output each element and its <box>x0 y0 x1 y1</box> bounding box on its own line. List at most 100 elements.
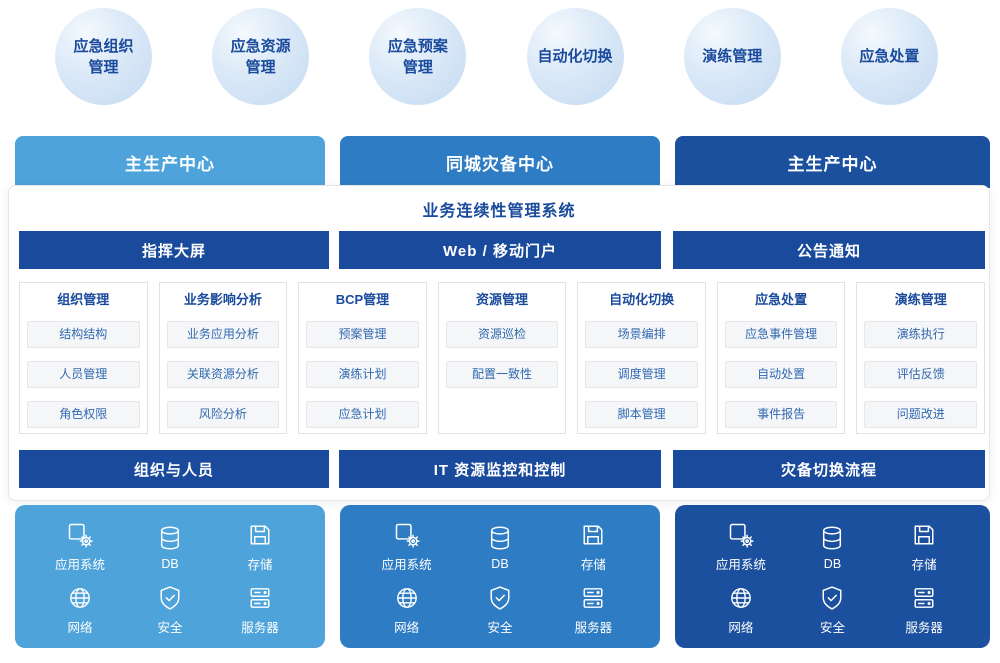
infra-label: 存储 <box>911 558 937 573</box>
module-item: 场景编排 <box>585 321 698 348</box>
infra-item: 安全 <box>818 584 846 636</box>
app-system-icon <box>66 521 94 549</box>
center-bar-main-production: 主生产中心 <box>15 136 325 188</box>
security-icon <box>156 584 184 612</box>
infra-item: DB <box>156 524 184 571</box>
portal-bar-command-screen: 指挥大屏 <box>19 231 329 269</box>
infra-label: 存储 <box>580 558 606 573</box>
module-title: 应急处置 <box>755 292 808 307</box>
server-icon <box>579 584 607 612</box>
module-item: 自动处置 <box>724 361 838 388</box>
module-item: 应急计划 <box>306 401 419 428</box>
infra-label: 网络 <box>728 620 754 635</box>
module-item: 风险分析 <box>166 401 280 428</box>
system-title: 业务连续性管理系统 <box>422 203 576 220</box>
infra-item: 服务器 <box>905 584 943 636</box>
infra-panel-main-production-2: 应用系统 DB 存储 网络 安全 服务器 <box>675 505 990 648</box>
infra-label: 存储 <box>247 558 273 573</box>
network-icon <box>393 584 421 612</box>
module-emergency-handling: 应急处置 应急事件管理 自动处置 事件报告 <box>716 282 846 434</box>
function-label: 应急处置 <box>859 48 920 65</box>
infra-label: 服务器 <box>241 620 279 635</box>
app-system-icon <box>727 521 755 549</box>
module-title: 业务影响分析 <box>183 292 262 307</box>
database-icon <box>486 524 514 552</box>
infra-panel-main-production: 应用系统 DB 存储 网络 安全 服务器 <box>15 505 325 648</box>
infra-label: 服务器 <box>574 620 613 635</box>
security-icon <box>818 584 846 612</box>
network-icon <box>66 584 94 612</box>
foundation-bar-dr-switch-process: 灾备切换流程 <box>673 450 985 488</box>
module-item: 调度管理 <box>585 361 698 388</box>
module-item: 应急事件管理 <box>724 321 838 348</box>
center-bar-same-city-dr: 同城灾备中心 <box>340 136 660 188</box>
module-item: 问题改进 <box>864 401 978 428</box>
module-item: 演练执行 <box>864 321 978 348</box>
infra-item: 存储 <box>579 521 607 573</box>
module-item: 配置一致性 <box>445 361 559 388</box>
infra-item: 存储 <box>246 521 274 573</box>
infra-label: 安全 <box>819 620 845 635</box>
function-label: 自动化切换 <box>537 48 613 65</box>
infra-label: 网络 <box>67 620 93 635</box>
modules-row: 组织管理 结构结构 人员管理 角色权限 业务影响分析 业务应用分析 关联资源分析… <box>19 282 986 434</box>
database-icon <box>818 524 846 552</box>
infra-item: 服务器 <box>574 584 613 636</box>
infra-item: 安全 <box>486 584 514 636</box>
module-title: BCP管理 <box>335 292 390 307</box>
infra-panel-same-city-dr: 应用系统 DB 存储 网络 安全 服务器 <box>340 505 660 648</box>
module-resource-mgmt: 资源管理 资源巡检 配置一致性 <box>437 282 567 434</box>
database-icon <box>156 524 184 552</box>
portal-bar-web-mobile: Web / 移动门户 <box>339 231 661 269</box>
function-circle-auto-switch: 自动化切换 <box>526 8 624 105</box>
infra-label: 服务器 <box>905 620 943 635</box>
infra-item: 应用系统 <box>55 521 105 573</box>
infra-label: DB <box>161 556 179 571</box>
module-title: 自动化切换 <box>609 292 675 307</box>
infra-item: 网络 <box>66 584 94 636</box>
module-item: 演练计划 <box>306 361 419 388</box>
function-label: 应急预案 管理 <box>387 37 448 76</box>
center-bar-main-production-2: 主生产中心 <box>675 136 990 188</box>
security-icon <box>486 584 514 612</box>
server-icon <box>910 584 938 612</box>
infra-label: 应用系统 <box>381 558 432 573</box>
module-item: 脚本管理 <box>585 401 698 428</box>
server-icon <box>246 584 274 612</box>
module-title: 演练管理 <box>894 292 947 307</box>
foundation-bar-it-monitoring: IT 资源监控和控制 <box>339 450 661 488</box>
function-circle-emergency-plan: 应急预案 管理 <box>369 8 467 105</box>
bcm-system-panel: 业务连续性管理系统 指挥大屏 Web / 移动门户 公告通知 组织管理 结构结构… <box>8 185 990 501</box>
infra-item: 安全 <box>156 584 184 636</box>
app-system-icon <box>393 521 421 549</box>
module-item: 业务应用分析 <box>166 321 280 348</box>
infra-item: 网络 <box>727 584 755 636</box>
storage-icon <box>579 521 607 549</box>
function-circle-emergency-handling: 应急处置 <box>840 8 938 105</box>
infra-label: 应用系统 <box>715 558 766 573</box>
infra-item: 服务器 <box>241 584 279 636</box>
function-label: 应急资源 管理 <box>230 37 291 76</box>
foundation-bar-org-personnel: 组织与人员 <box>19 450 329 488</box>
module-bcp-mgmt: BCP管理 预案管理 演练计划 应急计划 <box>298 282 427 434</box>
module-item: 关联资源分析 <box>166 361 280 388</box>
storage-icon <box>246 521 274 549</box>
module-business-impact: 业务影响分析 业务应用分析 关联资源分析 风险分析 <box>158 282 288 434</box>
storage-icon <box>910 521 938 549</box>
module-auto-switch: 自动化切换 场景编排 调度管理 脚本管理 <box>577 282 706 434</box>
infra-label: DB <box>823 556 842 571</box>
module-title: 组织管理 <box>57 292 110 307</box>
module-item: 预案管理 <box>306 321 419 348</box>
network-icon <box>727 584 755 612</box>
function-circle-emergency-org: 应急组织 管理 <box>55 8 152 105</box>
infra-label: 安全 <box>487 620 513 635</box>
module-item: 结构结构 <box>27 321 140 348</box>
infra-item: 网络 <box>393 584 421 636</box>
function-label: 应急组织 管理 <box>73 37 134 76</box>
portal-bar-announcement: 公告通知 <box>673 231 985 269</box>
module-title: 资源管理 <box>476 292 529 307</box>
module-item: 角色权限 <box>27 401 140 428</box>
infra-item: DB <box>486 524 514 571</box>
module-item: 事件报告 <box>724 401 838 428</box>
